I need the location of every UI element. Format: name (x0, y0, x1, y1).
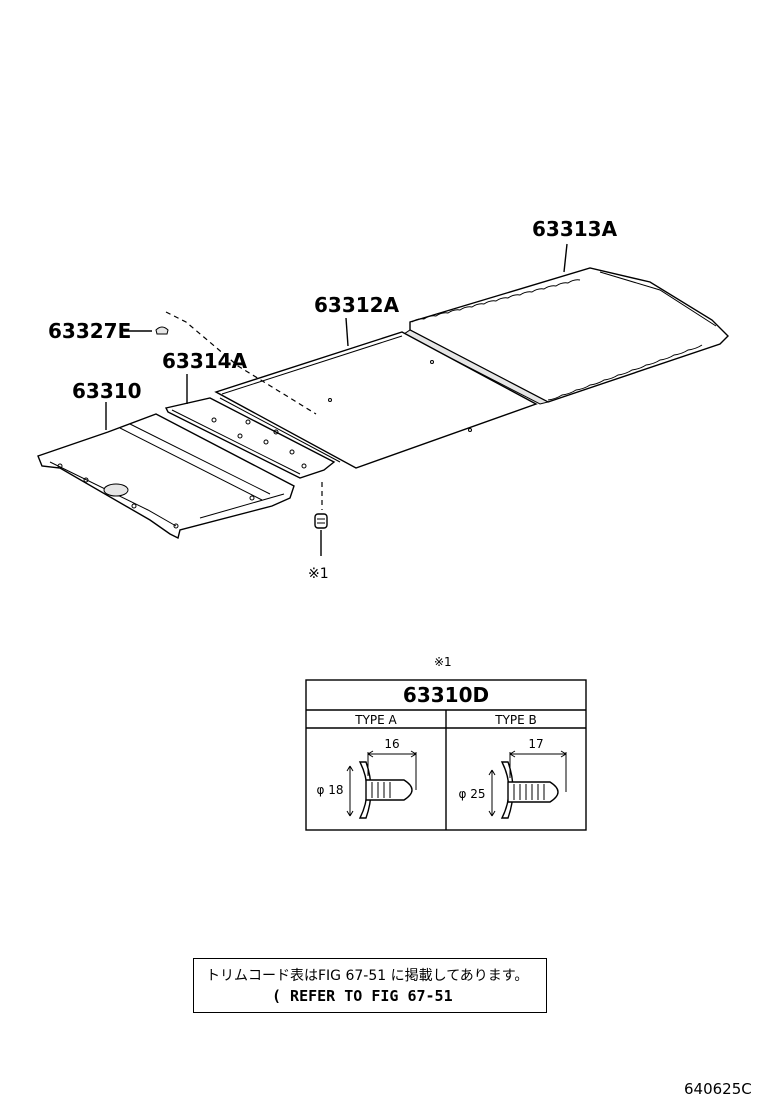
fastener-clip (314, 482, 328, 556)
part-63312A-panel (214, 331, 538, 469)
type-b-clip-drawing (488, 750, 567, 819)
part-63314A-strip (164, 397, 336, 479)
label-63314A: 63314A (162, 349, 248, 373)
part-63313A-panel (403, 267, 729, 405)
label-63313A: 63313A (532, 217, 618, 241)
type-b-length: 17 (528, 737, 543, 751)
figure-code: 640625C (684, 1080, 752, 1098)
part-63327E-clip (155, 311, 317, 415)
part-63310-headliner (37, 413, 295, 540)
type-a-label: TYPE A (354, 713, 397, 727)
note-english: ( REFER TO FIG 67-51 (272, 987, 453, 1005)
label-63310: 63310 (72, 379, 142, 403)
type-a-length: 16 (384, 737, 399, 751)
detail-ref-mark: ※1 (434, 655, 452, 669)
type-a-clip-drawing (346, 750, 417, 819)
label-ref-mark: ※1 (308, 566, 329, 582)
label-63312A: 63312A (314, 293, 400, 317)
type-a-diameter: φ 18 (317, 783, 344, 797)
label-63327E: 63327E (48, 319, 131, 343)
detail-title: 63310D (403, 683, 489, 707)
note-japanese: トリムコード表はFIG 67-51 に掲載してあります。 (206, 968, 529, 984)
leader-lines (105, 243, 568, 430)
reference-note-box: トリムコード表はFIG 67-51 に掲載してあります。 ( REFER TO … (193, 958, 547, 1013)
type-b-label: TYPE B (494, 713, 537, 727)
type-b-diameter: φ 25 (459, 787, 486, 801)
detail-table (305, 679, 587, 831)
